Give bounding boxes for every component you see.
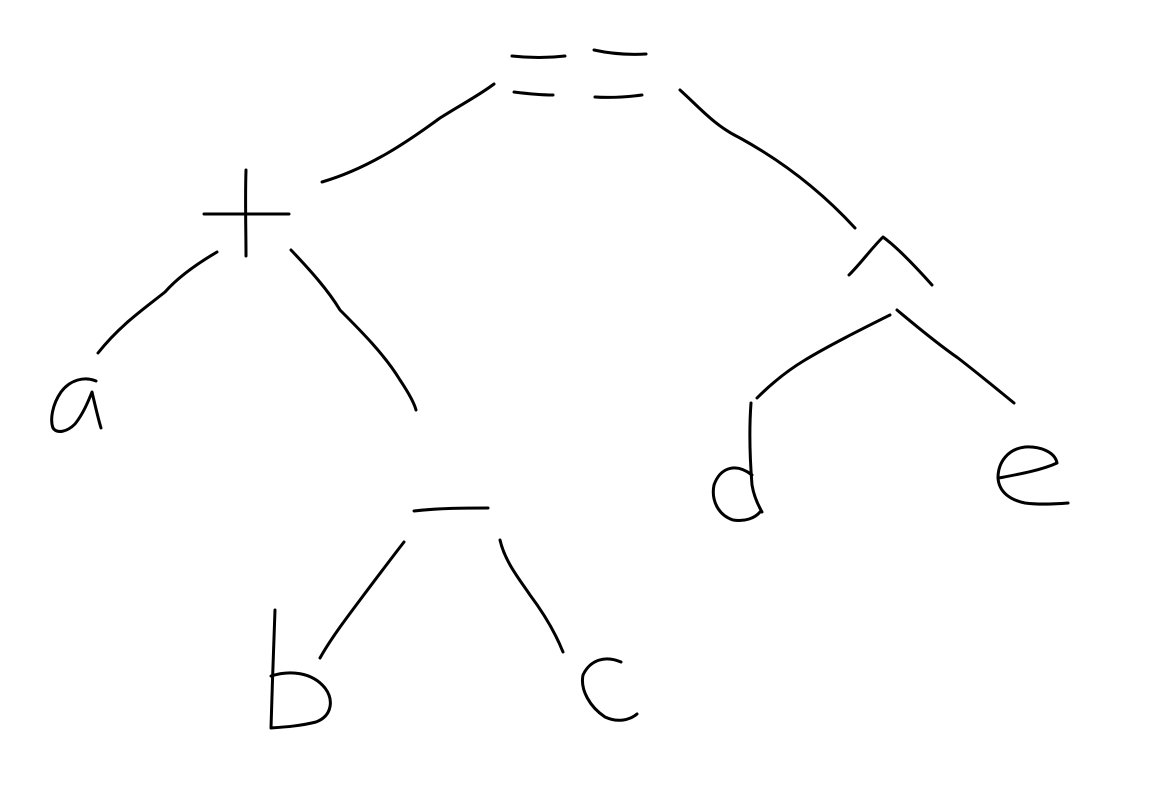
division-dot-top xyxy=(447,482,457,492)
tree-nodes xyxy=(50,48,1070,730)
variable-c-node xyxy=(580,657,639,722)
equals-equals-stroke-2 xyxy=(512,90,555,97)
edge-div-c xyxy=(498,538,565,654)
variable-b-node xyxy=(269,608,332,730)
tree-edges xyxy=(96,82,1016,660)
variable-e-stroke xyxy=(996,445,1070,506)
division-bar xyxy=(412,506,490,513)
equals-equals-node xyxy=(510,48,648,99)
edge-and-d xyxy=(755,313,892,400)
variable-a-node xyxy=(50,377,103,433)
variable-d-stem xyxy=(748,401,764,514)
variable-c-stroke xyxy=(580,657,639,722)
variable-b-stroke xyxy=(269,608,332,730)
equals-equals-stroke-4 xyxy=(593,93,644,99)
plus-node xyxy=(202,168,291,258)
division-node xyxy=(412,482,490,541)
variable-e-node xyxy=(996,445,1070,506)
edge-plus-div xyxy=(289,248,418,412)
division-dot-bottom xyxy=(448,531,458,541)
edge-and-e xyxy=(895,308,1016,405)
edge-plus-a xyxy=(96,250,219,355)
edge-eq-and xyxy=(678,88,857,230)
logical-and-stroke xyxy=(847,235,934,287)
variable-d-bowl xyxy=(711,466,762,522)
edge-eq-plus xyxy=(320,82,496,184)
equals-equals-stroke-3 xyxy=(592,48,648,56)
logical-and-node xyxy=(847,235,934,287)
variable-d-node xyxy=(711,401,764,522)
variable-a-stroke xyxy=(50,377,103,433)
edge-div-b xyxy=(318,540,406,660)
equals-equals-stroke-1 xyxy=(510,54,567,59)
